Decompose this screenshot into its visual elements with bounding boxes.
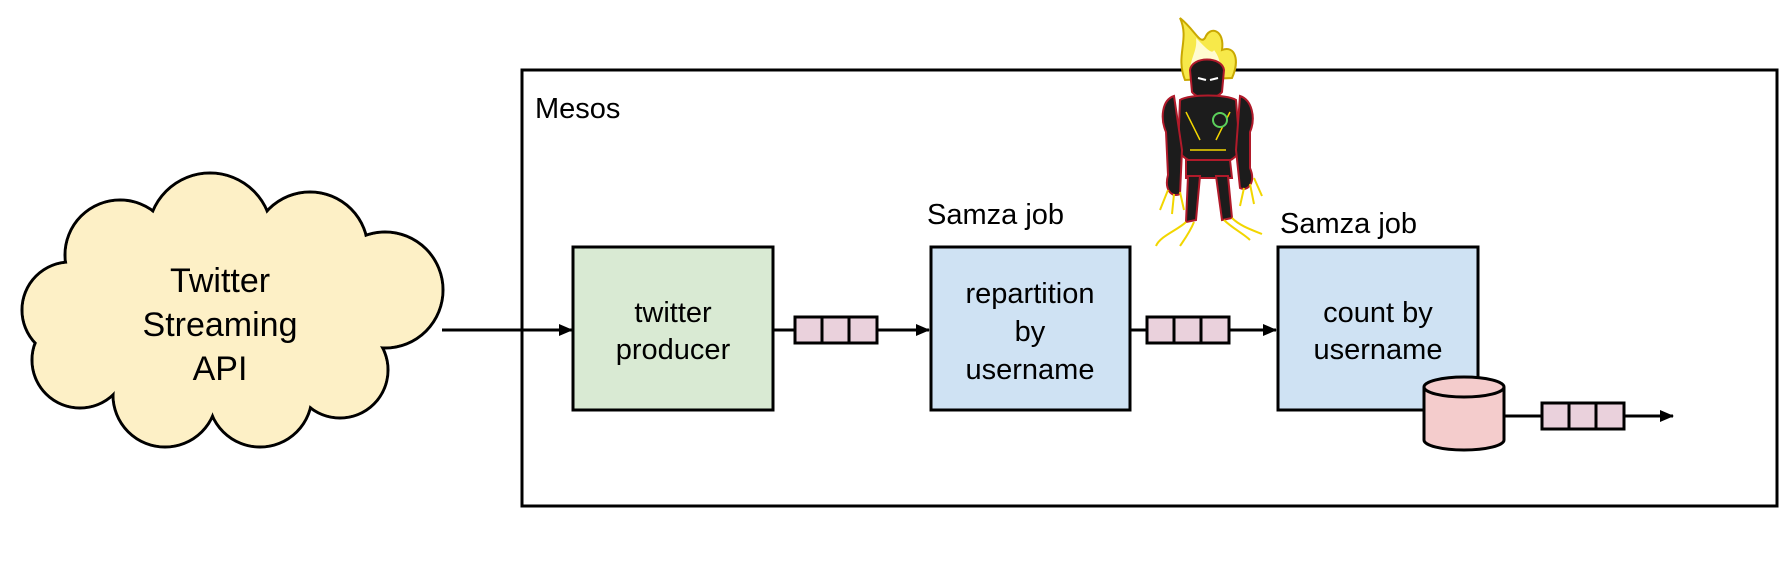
repartition-label-line-1: repartition: [966, 278, 1095, 310]
cloud-label-line-1: Twitter: [170, 262, 270, 300]
message-queue-icon: [793, 315, 879, 345]
cloud-label-line-3: API: [193, 350, 248, 388]
repartition-by-username-box: repartition by username: [929, 245, 1132, 412]
cloud-label-line-2: Streaming: [143, 306, 298, 344]
count-label-line-1: count by: [1323, 297, 1433, 329]
repartition-label-line-2: by: [1015, 316, 1046, 348]
flame-alien-character-icon: [1155, 17, 1263, 247]
twitter-producer-label-line-2: producer: [616, 334, 731, 366]
message-queue-icon: [1145, 315, 1231, 345]
mesos-label: Mesos: [535, 93, 620, 125]
count-job-caption: Samza job: [1280, 208, 1417, 240]
repartition-job-caption: Samza job: [927, 199, 1064, 231]
twitter-producer-label-line-1: twitter: [634, 297, 712, 329]
twitter-streaming-api-cloud: Twitter Streaming API: [20, 171, 445, 449]
message-queue-icon: [1540, 401, 1626, 431]
database-icon: [1422, 375, 1506, 452]
repartition-label-line-3: username: [966, 354, 1095, 386]
mesos-container: [520, 68, 1779, 508]
twitter-producer-box: twitter producer: [571, 245, 775, 412]
count-label-line-2: username: [1314, 334, 1443, 366]
